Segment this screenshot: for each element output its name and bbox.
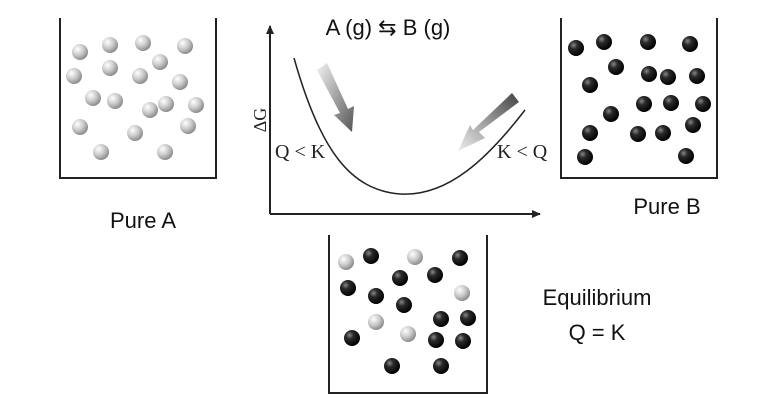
particle-light bbox=[135, 35, 151, 51]
particle-dark bbox=[695, 96, 711, 112]
particle-light bbox=[157, 144, 173, 160]
particle-light bbox=[152, 54, 168, 70]
particle-dark bbox=[577, 149, 593, 165]
particle-light bbox=[400, 326, 416, 342]
particle-dark bbox=[641, 66, 657, 82]
left-arrow bbox=[317, 63, 354, 132]
particle-light bbox=[72, 44, 88, 60]
equilibrium-condition-label: Q = K bbox=[569, 320, 626, 345]
particle-dark bbox=[428, 332, 444, 348]
particle-dark bbox=[630, 126, 646, 142]
particle-dark bbox=[396, 297, 412, 313]
particle-dark bbox=[427, 267, 443, 283]
particle-light bbox=[72, 119, 88, 135]
particle-light bbox=[66, 68, 82, 84]
particle-light bbox=[85, 90, 101, 106]
particle-light bbox=[454, 285, 470, 301]
particle-dark bbox=[568, 40, 584, 56]
particle-light bbox=[177, 38, 193, 54]
particle-dark bbox=[433, 311, 449, 327]
particle-dark bbox=[682, 36, 698, 52]
particle-dark bbox=[344, 330, 360, 346]
pure-b-particles bbox=[568, 34, 711, 165]
particle-light bbox=[188, 97, 204, 113]
particle-dark bbox=[433, 358, 449, 374]
particle-dark bbox=[384, 358, 400, 374]
particle-light bbox=[338, 254, 354, 270]
particle-light bbox=[132, 68, 148, 84]
particle-dark bbox=[660, 69, 676, 85]
particle-dark bbox=[368, 288, 384, 304]
particle-light bbox=[172, 74, 188, 90]
equilibrium-particles bbox=[338, 248, 476, 374]
equilibrium-container bbox=[328, 235, 488, 394]
particle-light bbox=[158, 96, 174, 112]
particle-dark bbox=[636, 96, 652, 112]
pure-a-particles bbox=[66, 35, 204, 160]
particle-dark bbox=[460, 310, 476, 326]
pure-a-container bbox=[59, 18, 217, 179]
particle-light bbox=[127, 125, 143, 141]
particle-light bbox=[368, 314, 384, 330]
particle-dark bbox=[689, 68, 705, 84]
right-arrow bbox=[458, 93, 519, 151]
particle-dark bbox=[655, 125, 671, 141]
particle-dark bbox=[340, 280, 356, 296]
energy-axes: ΔG bbox=[250, 25, 541, 218]
particle-dark bbox=[582, 125, 598, 141]
reaction-equation: A (g) ⇆ B (g) bbox=[326, 15, 451, 40]
particle-light bbox=[102, 60, 118, 76]
particle-light bbox=[407, 249, 423, 265]
particle-dark bbox=[596, 34, 612, 50]
particle-dark bbox=[678, 148, 694, 164]
k-less-than-q-label: K < Q bbox=[497, 141, 548, 163]
free-energy-curve bbox=[293, 57, 526, 195]
y-axis-label: ΔG bbox=[250, 108, 270, 133]
pure-a-label: Pure A bbox=[110, 208, 176, 233]
particle-dark bbox=[455, 333, 471, 349]
particle-light bbox=[142, 102, 158, 118]
particle-light bbox=[180, 118, 196, 134]
particle-dark bbox=[603, 106, 619, 122]
particle-light bbox=[102, 37, 118, 53]
particle-dark bbox=[392, 270, 408, 286]
particle-dark bbox=[608, 59, 624, 75]
particle-dark bbox=[640, 34, 656, 50]
particle-dark bbox=[663, 95, 679, 111]
pure-b-container bbox=[560, 18, 718, 179]
particle-dark bbox=[452, 250, 468, 266]
particle-dark bbox=[582, 77, 598, 93]
particle-light bbox=[93, 144, 109, 160]
pure-b-label: Pure B bbox=[633, 194, 700, 219]
particle-light bbox=[107, 93, 123, 109]
particle-dark bbox=[685, 117, 701, 133]
equilibrium-label: Equilibrium bbox=[543, 285, 652, 310]
q-less-than-k-label: Q < K bbox=[275, 141, 326, 163]
particle-dark bbox=[363, 248, 379, 264]
